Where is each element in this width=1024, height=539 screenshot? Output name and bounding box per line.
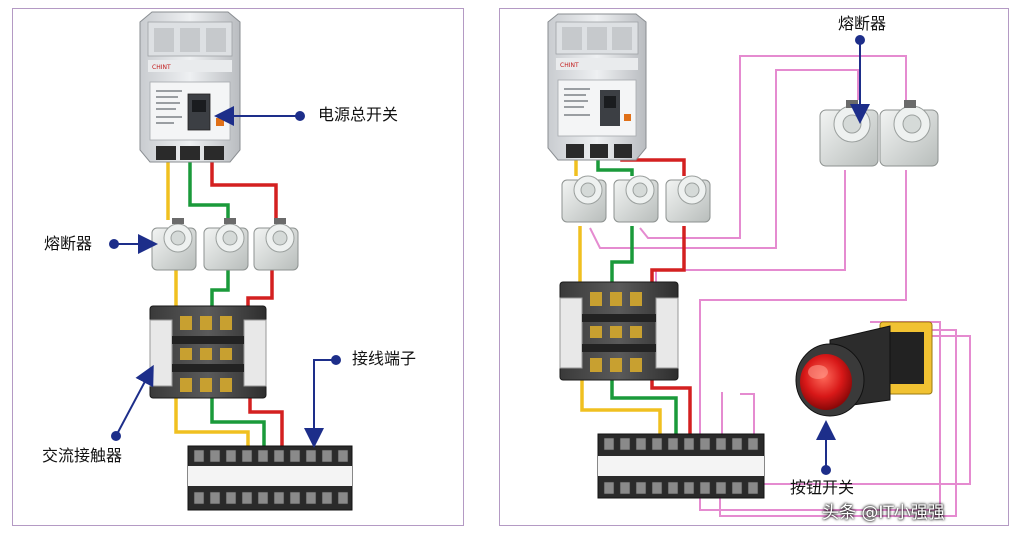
right-control-fuse-1 (819, 100, 879, 167)
left-fuse-3 (253, 218, 299, 271)
label-terminal-block: 接线端子 (352, 349, 417, 368)
callout-fuse-left (109, 234, 158, 254)
label-main-switch: 电源总开关 (318, 105, 399, 124)
left-fuse-1 (151, 218, 197, 271)
right-terminal-block (597, 433, 765, 499)
right-fuse-3 (665, 175, 711, 223)
breaker-brand-text: CHINT (152, 64, 171, 71)
callout-contactor (111, 364, 154, 441)
right-main-breaker: CHINT (547, 13, 647, 161)
right-fuse-2 (613, 175, 659, 223)
left-terminal-block (187, 445, 353, 511)
watermark: 头条 @IT小强强 (822, 503, 945, 523)
callout-main-switch (214, 106, 305, 126)
main-breaker: CHINT (139, 11, 241, 163)
push-button-device (795, 321, 933, 417)
label-push-button: 按钮开关 (790, 478, 855, 497)
label-fuse-right: 熔断器 (838, 14, 887, 33)
right-fuse-1 (561, 175, 607, 223)
right-contactor (559, 281, 679, 381)
left-wires-top (166, 160, 278, 220)
right-control-fuse-2 (879, 100, 939, 167)
left-wires-bottom (174, 390, 284, 456)
right-wires-bottom (580, 380, 692, 446)
left-contactor (149, 305, 267, 399)
left-fuse-2 (203, 218, 249, 271)
callout-push-button (816, 420, 836, 475)
callout-fuse-right (850, 35, 870, 124)
callout-terminal-block (304, 355, 341, 448)
right-breaker-brand-text: CHINT (560, 62, 579, 69)
label-contactor: 交流接触器 (42, 446, 123, 465)
label-fuse-left: 熔断器 (44, 234, 93, 253)
